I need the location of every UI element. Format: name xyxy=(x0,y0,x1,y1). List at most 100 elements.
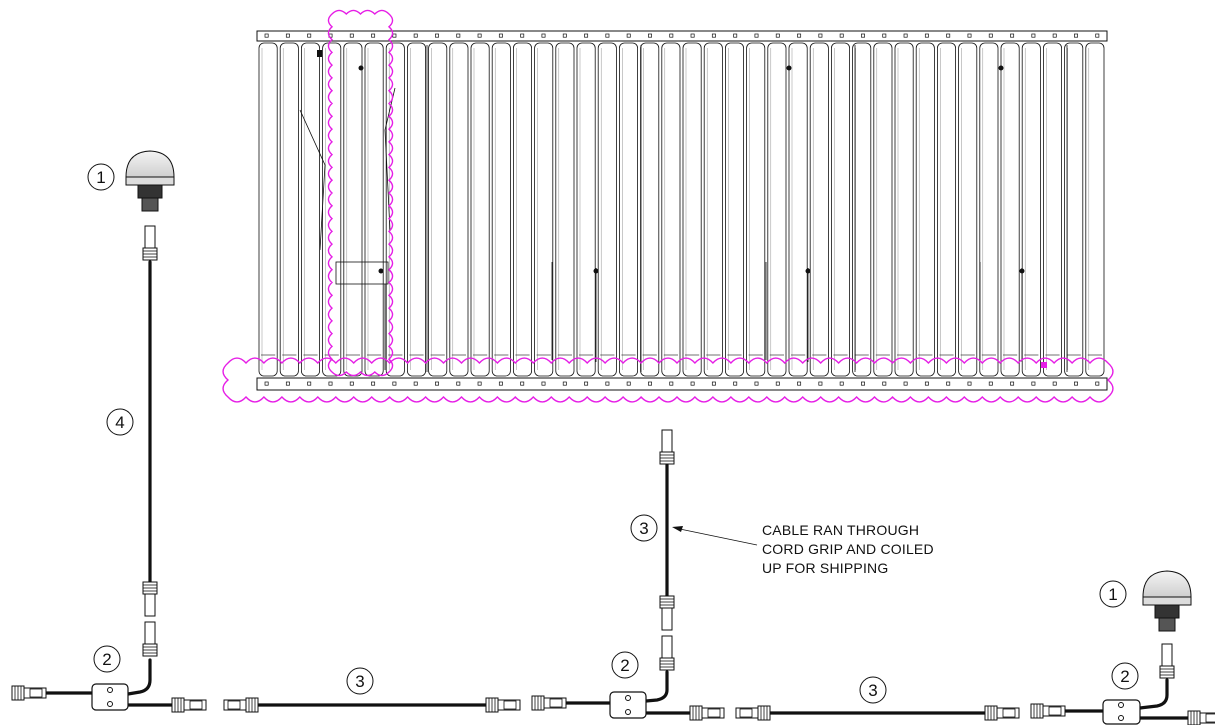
rail-hole xyxy=(264,33,269,38)
splitter-mid xyxy=(609,691,647,719)
panel-slat xyxy=(661,42,681,377)
rail-holes-top xyxy=(264,33,1100,38)
rail-hole xyxy=(690,381,695,386)
panel-slat xyxy=(576,42,596,377)
cable-2-drop-mid xyxy=(644,670,669,703)
rail-hole xyxy=(669,33,674,38)
rail-hole xyxy=(435,381,439,386)
panel-slat xyxy=(937,42,957,377)
panel-slat xyxy=(894,42,914,377)
connector-grip xyxy=(227,700,241,710)
panel-fitting xyxy=(1019,268,1025,274)
rail-hole xyxy=(626,381,631,386)
rail-hole xyxy=(797,381,802,386)
rail-hole xyxy=(690,33,695,38)
m12-connector-horizontal xyxy=(984,705,1020,721)
beacon-light-left xyxy=(125,150,175,212)
shipping-note: CABLE RAN THROUGH CORD GRIP AND COILED U… xyxy=(672,522,934,576)
m12-connector-horizontal xyxy=(735,705,771,721)
rail-hole xyxy=(477,33,482,38)
connector-grip xyxy=(549,698,563,708)
rail-hole xyxy=(882,33,887,38)
revision-cloud-horizontal xyxy=(222,357,1114,403)
note-line-2: CORD GRIP AND COILED xyxy=(762,541,934,557)
balloon-label: 3 xyxy=(639,519,648,538)
panel-slat xyxy=(300,42,320,377)
rail-hole xyxy=(903,33,908,38)
note-leader-line xyxy=(674,527,758,546)
rail-hole xyxy=(520,381,525,386)
balloon-beacon-left: 1 xyxy=(87,163,115,191)
rail-hole xyxy=(285,381,290,386)
rail-hole xyxy=(711,381,716,386)
panel-slat xyxy=(1043,42,1063,377)
rail-hole xyxy=(392,33,397,38)
rail-hole xyxy=(818,381,823,386)
cable-2-drop-right xyxy=(1138,678,1169,710)
rail-hole xyxy=(1031,33,1036,38)
rail-hole xyxy=(1074,33,1078,38)
rail-hole xyxy=(648,33,652,38)
m12-connector-horizontal xyxy=(223,697,259,713)
rail-hole xyxy=(946,381,951,386)
note-arrowhead xyxy=(672,526,683,532)
rail-holes-bottom xyxy=(264,381,1100,386)
led-panel-assembly xyxy=(256,30,1108,391)
rail-hole xyxy=(584,381,589,386)
panel-slat xyxy=(534,42,554,377)
m12-connector-horizontal xyxy=(171,697,207,713)
rail-hole xyxy=(371,381,376,386)
rail-hole xyxy=(626,33,631,38)
connector-grip xyxy=(1205,713,1215,723)
balloon-cable-vertical-left: 4 xyxy=(106,408,134,436)
rail-hole xyxy=(413,381,418,386)
rail-hole xyxy=(1095,33,1100,38)
rail-hole xyxy=(775,33,780,38)
balloon-splitter-right: 2 xyxy=(1111,662,1139,690)
rail-hole xyxy=(285,33,290,38)
panel-slat xyxy=(767,42,787,377)
rail-hole xyxy=(1074,381,1078,386)
rail-hole xyxy=(1010,381,1015,386)
balloon-label: 2 xyxy=(620,656,629,675)
rail-hole xyxy=(882,381,887,386)
rail-hole xyxy=(328,381,333,386)
panel-slat xyxy=(449,42,469,377)
panel-slat xyxy=(1064,42,1084,377)
rail-hole xyxy=(413,33,418,38)
panel-slats xyxy=(258,42,1105,377)
rail-hole xyxy=(711,33,716,38)
panel-slat xyxy=(682,42,702,377)
m12-connector-horizontal xyxy=(1187,710,1215,725)
panel-brackets xyxy=(299,45,1068,372)
rail-hole xyxy=(754,381,759,386)
rail-hole xyxy=(584,33,589,38)
m12-connector-vertical xyxy=(659,595,675,631)
panel-slat xyxy=(958,42,978,377)
panel-slat xyxy=(279,42,299,377)
rail-hole xyxy=(924,33,929,38)
panel-top-rail xyxy=(256,30,1108,42)
panel-slat xyxy=(873,42,893,377)
connector-grip xyxy=(739,708,753,718)
connector-grip xyxy=(1002,708,1016,718)
panel-fitting xyxy=(358,65,364,71)
rail-hole xyxy=(648,381,652,386)
item-balloons: 1 4 2 3 3 2 3 1 xyxy=(87,163,1139,704)
panel-slat xyxy=(406,42,426,377)
m12-connector-horizontal xyxy=(689,705,725,721)
rail-hole xyxy=(775,381,780,386)
rail-hole xyxy=(456,381,461,386)
balloon-label: 2 xyxy=(102,650,111,669)
panel-slat xyxy=(364,42,384,377)
m12-connector-vertical xyxy=(142,225,158,261)
m12-connector-vertical xyxy=(659,429,675,465)
rail-hole xyxy=(839,381,844,386)
panel-slat xyxy=(1000,42,1020,377)
panel-fitting xyxy=(805,268,811,274)
panel-slat xyxy=(619,42,639,377)
m12-connector-horizontal xyxy=(485,697,521,713)
rail-hole xyxy=(818,33,823,38)
panel-fitting xyxy=(786,65,792,71)
